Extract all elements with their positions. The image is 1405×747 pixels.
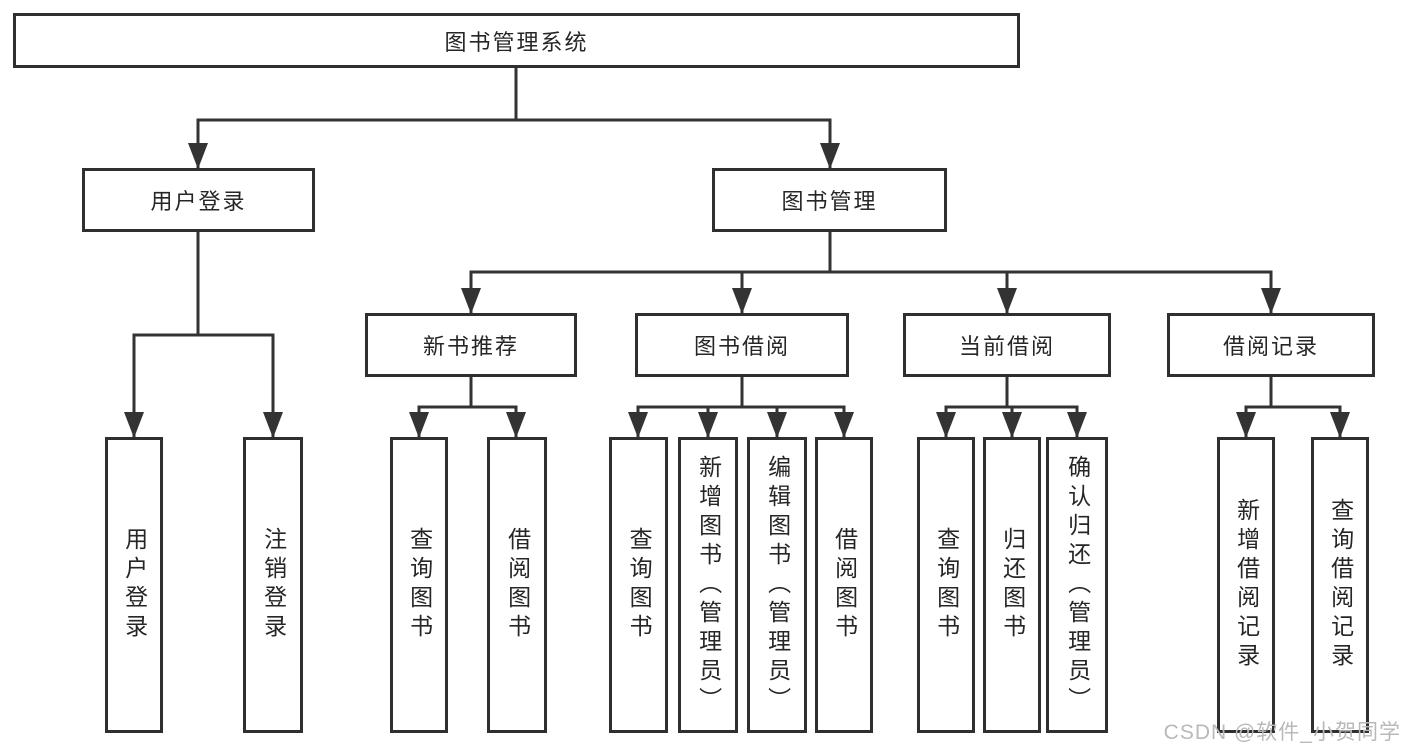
leaf-query-books-current: 查询图书 <box>917 437 975 733</box>
leaf-label: 编辑图书（管理员） <box>764 454 791 716</box>
leaf-label: 确认归还（管理员） <box>1064 454 1091 716</box>
leaf-label: 查询图书 <box>406 527 433 643</box>
node-library-system: 图书管理系统 <box>13 13 1020 68</box>
leaf-label: 用户登录 <box>121 527 148 643</box>
leaf-confirm-return-admin: 确认归还（管理员） <box>1046 437 1108 733</box>
connector-current-borrowing-branch <box>936 375 1087 439</box>
leaf-label: 注销登录 <box>260 527 287 643</box>
leaf-label: 查询借阅记录 <box>1327 498 1354 672</box>
node-current-borrowing: 当前借阅 <box>903 313 1111 377</box>
leaf-borrow-books: 借阅图书 <box>815 437 873 733</box>
node-user-login: 用户登录 <box>82 168 315 232</box>
leaf-query-books-recommend: 查询图书 <box>390 437 448 733</box>
leaf-label: 查询图书 <box>626 527 653 643</box>
leaf-label: 查询图书 <box>933 527 960 643</box>
connector-book-management-branch <box>461 230 1281 315</box>
leaf-label: 归还图书 <box>999 527 1026 643</box>
leaf-label: 借阅图书 <box>504 527 531 643</box>
connector-book-borrowing-branch <box>628 375 854 439</box>
connector-user-login-branch <box>124 230 283 439</box>
leaf-user-login: 用户登录 <box>105 437 163 733</box>
node-borrowing-records: 借阅记录 <box>1167 313 1375 377</box>
leaf-query-borrow-record: 查询借阅记录 <box>1311 437 1369 733</box>
node-book-borrowing: 图书借阅 <box>635 313 849 377</box>
leaf-label: 借阅图书 <box>831 527 858 643</box>
leaf-edit-books-admin: 编辑图书（管理员） <box>747 437 807 733</box>
connector-borrowing-records-branch <box>1236 375 1350 439</box>
leaf-label: 新增借阅记录 <box>1233 498 1260 672</box>
node-new-book-recommend: 新书推荐 <box>365 313 577 377</box>
leaf-add-borrow-record: 新增借阅记录 <box>1217 437 1275 733</box>
connector-new-book-branch <box>409 375 526 439</box>
leaf-query-books-borrowing: 查询图书 <box>609 437 668 733</box>
leaf-add-books-admin: 新增图书（管理员） <box>678 437 738 733</box>
connector-root-branch <box>188 66 840 170</box>
leaf-label: 新增图书（管理员） <box>695 454 722 716</box>
node-book-management: 图书管理 <box>712 168 947 232</box>
csdn-watermark: CSDN @软件_小贺同学 <box>1163 721 1401 744</box>
leaf-return-books: 归还图书 <box>983 437 1041 733</box>
leaf-logout: 注销登录 <box>243 437 303 733</box>
leaf-borrow-books-recommend: 借阅图书 <box>487 437 547 733</box>
